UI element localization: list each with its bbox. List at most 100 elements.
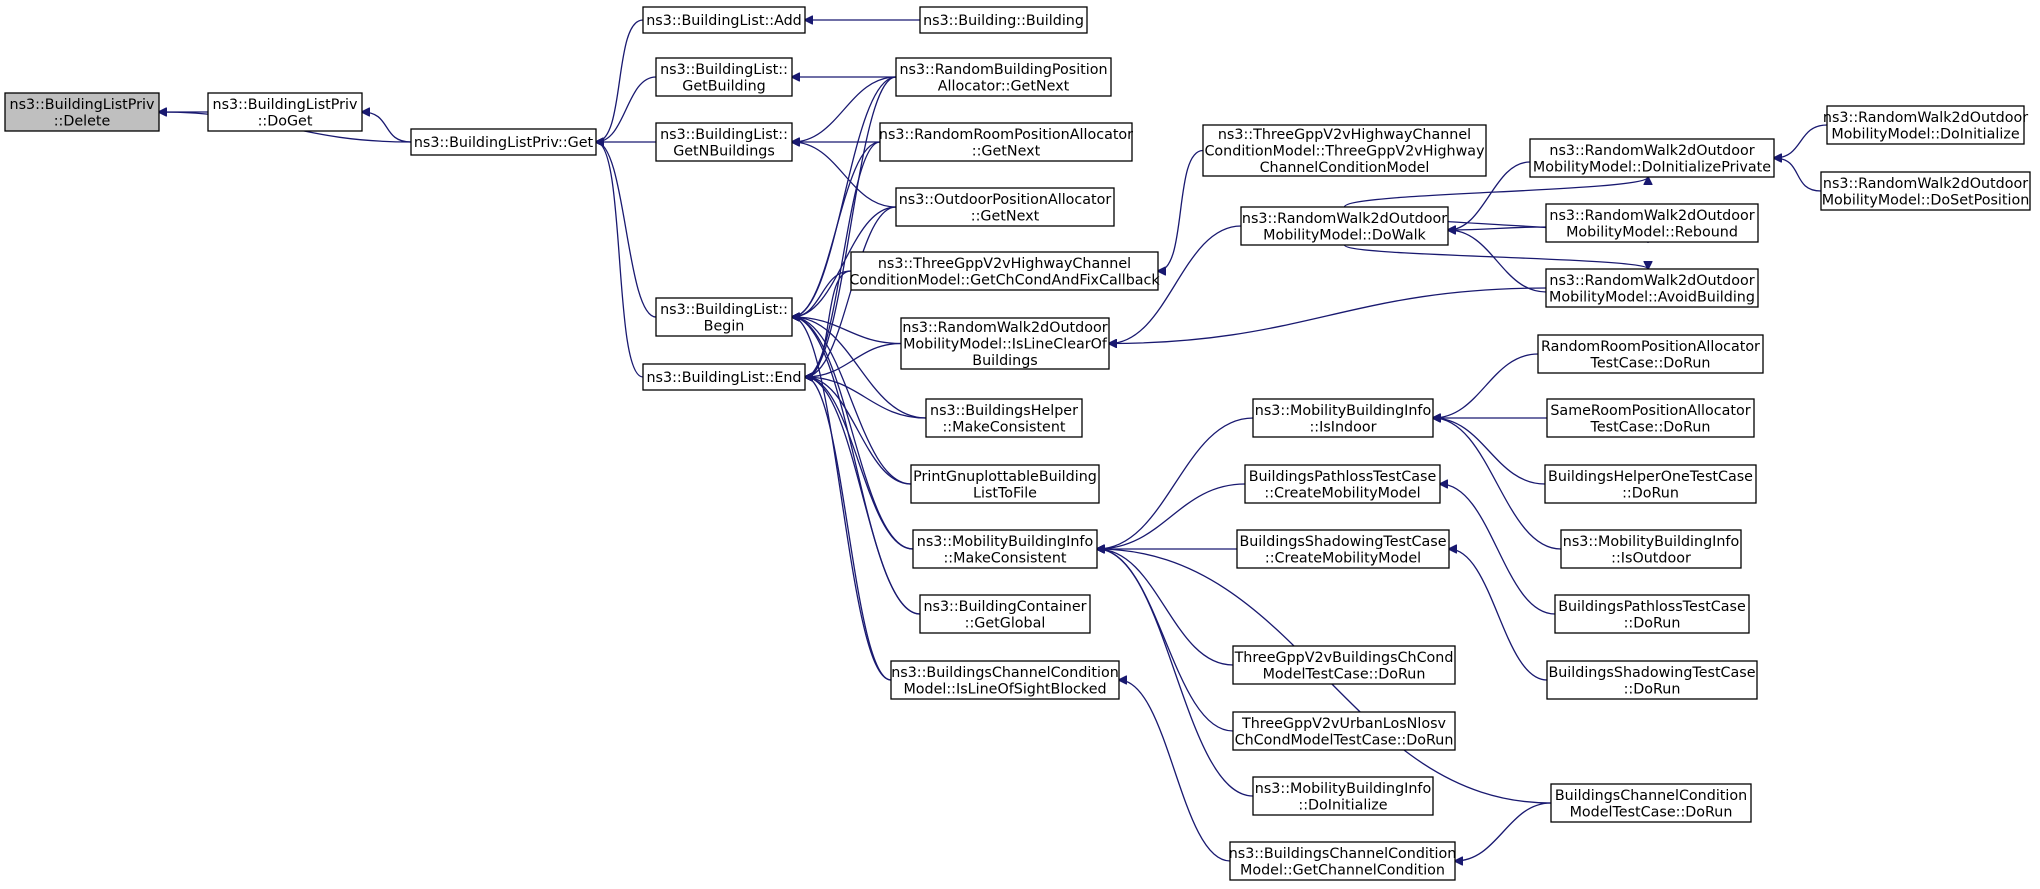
node-ns3-buildinglist-end[interactable]: ns3::BuildingList::End bbox=[642, 363, 806, 391]
node-ns3-randomwalk2doutdoor-mobilitymodel-dosetposition[interactable]: ns3::RandomWalk2dOutdoorMobilityModel::D… bbox=[1820, 171, 2031, 211]
edge-n33-to-n26 bbox=[1433, 353, 1539, 418]
node-box bbox=[919, 594, 1091, 634]
node-label-line: ::GetNext bbox=[971, 208, 1040, 224]
edge-line bbox=[1455, 802, 1552, 861]
node-label-line: ns3::BuildingList::End bbox=[646, 370, 801, 386]
edge-n24-to-n21 bbox=[1774, 124, 1828, 158]
node-label-line: ::DoRun bbox=[1624, 615, 1681, 631]
node-buildingsshadowingtestcase-dorun[interactable]: BuildingsShadowingTestCase::DoRun bbox=[1546, 660, 1758, 700]
node-ns3-buildinglist-add[interactable]: ns3::BuildingList::Add bbox=[642, 6, 806, 34]
node-box bbox=[1826, 105, 2025, 145]
node-label-line: ThreeGppV2vUrbanLosNlosv bbox=[1241, 716, 1447, 732]
node-label-line: BuildingsShadowingTestCase bbox=[1548, 665, 1755, 681]
node-threegppv2vurbanlosnlosv-chcondmodeltestcase-dorun[interactable]: ThreeGppV2vUrbanLosNlosvChCondModelTestC… bbox=[1232, 711, 1456, 751]
node-label-line: SameRoomPositionAllocator bbox=[1550, 403, 1750, 419]
node-ns3-randomwalk2doutdoor-mobilitymodel-doinitializeprivate[interactable]: ns3::RandomWalk2dOutdoorMobilityModel::D… bbox=[1529, 138, 1775, 178]
node-ns3-randomwalk2doutdoor-mobilitymodel-islineclearof-buildings[interactable]: ns3::RandomWalk2dOutdoorMobilityModel::I… bbox=[900, 317, 1110, 370]
node-ns3-buildinglist-begin[interactable]: ns3::BuildingList::Begin bbox=[655, 297, 793, 337]
node-label-line: PrintGnuplottableBuilding bbox=[913, 469, 1097, 485]
edge-line bbox=[1774, 124, 1828, 158]
node-buildingschannelcondition-modeltestcase-dorun[interactable]: BuildingsChannelConditionModelTestCase::… bbox=[1550, 783, 1752, 823]
node-ns3-buildingschannelcondition-model-islineofsightblocked[interactable]: ns3::BuildingsChannelConditionModel::IsL… bbox=[890, 660, 1120, 700]
node-ns3-outdoorpositionallocator-getnext[interactable]: ns3::OutdoorPositionAllocator::GetNext bbox=[895, 187, 1115, 227]
edge-line bbox=[596, 142, 657, 318]
edge-line bbox=[805, 206, 897, 377]
node-label-line: ns3::BuildingsChannelCondition bbox=[891, 665, 1119, 681]
edge-line bbox=[1097, 549, 1234, 732]
node-label-line: ns3::RandomWalk2dOutdoor bbox=[1823, 110, 2028, 126]
node-randomroompositionallocator-testcase-dorun[interactable]: RandomRoomPositionAllocatorTestCase::DoR… bbox=[1537, 334, 1764, 374]
edge-n11-to-n7 bbox=[805, 206, 897, 377]
node-label-line: ns3::ThreeGppV2vHighwayChannel bbox=[878, 256, 1131, 272]
edge-line bbox=[792, 317, 892, 681]
node-box bbox=[919, 6, 1088, 34]
edge-n16-to-n6 bbox=[792, 317, 914, 550]
node-box bbox=[1560, 529, 1742, 569]
edge-n18-to-n6 bbox=[792, 317, 892, 681]
edge-n21-to-n20 bbox=[1448, 161, 1531, 230]
node-label-line: MobilityModel::AvoidBuilding bbox=[1549, 289, 1755, 305]
edge-n11-to-n5 bbox=[792, 142, 897, 208]
node-label-line: ns3::RandomBuildingPosition bbox=[899, 62, 1107, 78]
edge-n19-to-n12 bbox=[1158, 149, 1204, 272]
edge-n13-to-n6 bbox=[792, 317, 902, 345]
node-buildingspathlosstestcase-dorun[interactable]: BuildingsPathlossTestCase::DoRun bbox=[1554, 594, 1750, 634]
node-ns3-randomwalk2doutdoor-mobilitymodel-dowalk[interactable]: ns3::RandomWalk2dOutdoorMobilityModel::D… bbox=[1240, 206, 1449, 246]
node-ns3-threegppv2vhighwaychannel-conditionmodel-getchcondandfixcallback[interactable]: ns3::ThreeGppV2vHighwayChannelConditionM… bbox=[849, 251, 1160, 291]
node-ns3-randomwalk2doutdoor-mobilitymodel-doinitialize[interactable]: ns3::RandomWalk2dOutdoorMobilityModel::D… bbox=[1823, 105, 2028, 145]
node-label-line: ::GetGlobal bbox=[965, 615, 1046, 631]
node-ns3-buildinglistpriv-get[interactable]: ns3::BuildingListPriv::Get bbox=[410, 128, 597, 156]
node-ns3-buildingschannelcondition-model-getchannelcondition[interactable]: ns3::BuildingsChannelConditionModel::Get… bbox=[1229, 841, 1457, 881]
node-box bbox=[642, 6, 806, 34]
edge-n15-to-n7 bbox=[805, 377, 912, 485]
node-label-line: ::CreateMobilityModel bbox=[1264, 485, 1420, 501]
node-ns3-buildinglistpriv-doget[interactable]: ns3::BuildingListPriv::DoGet bbox=[207, 92, 363, 132]
node-label-line: ns3::RandomWalk2dOutdoor bbox=[1549, 208, 1754, 224]
edge-line bbox=[1097, 483, 1246, 549]
node-ns3-randombuildingposition-allocator-getnext[interactable]: ns3::RandomBuildingPositionAllocator::Ge… bbox=[895, 57, 1112, 97]
node-label-line: BuildingsPathlossTestCase bbox=[1249, 469, 1437, 485]
edge-line bbox=[792, 317, 902, 345]
edge-line bbox=[1448, 227, 1547, 230]
edge-line bbox=[1449, 549, 1548, 681]
node-ns3-mobilitybuildinginfo-makeconsistent[interactable]: ns3::MobilityBuildingInfo::MakeConsisten… bbox=[912, 529, 1098, 569]
node-label-line: ::IsIndoor bbox=[1309, 419, 1376, 435]
node-ns3-buildinglist-getnbuildings[interactable]: ns3::BuildingList::GetNBuildings bbox=[655, 122, 793, 162]
node-box bbox=[4, 92, 160, 132]
node-ns3-mobilitybuildinginfo-isindoor[interactable]: ns3::MobilityBuildingInfo::IsIndoor bbox=[1252, 398, 1434, 438]
edge-n37-to-n27 bbox=[1440, 484, 1556, 615]
node-label-line: MobilityModel::DoWalk bbox=[1263, 227, 1426, 243]
node-label-line: ns3::MobilityBuildingInfo bbox=[1255, 781, 1431, 797]
node-ns3-mobilitybuildinginfo-isoutdoor[interactable]: ns3::MobilityBuildingInfo::IsOutdoor bbox=[1560, 529, 1742, 569]
edge-n10-to-n6 bbox=[792, 141, 881, 317]
node-ns3-buildinglist-getbuilding[interactable]: ns3::BuildingList::GetBuilding bbox=[655, 57, 793, 97]
node-ns3-mobilitybuildinginfo-doinitialize[interactable]: ns3::MobilityBuildingInfo::DoInitialize bbox=[1252, 776, 1434, 816]
node-ns3-buildingshelper-makeconsistent[interactable]: ns3::BuildingsHelper::MakeConsistent bbox=[925, 398, 1083, 438]
edge-n10-to-n7 bbox=[805, 141, 881, 377]
node-box bbox=[879, 122, 1133, 162]
node-ns3-threegppv2vhighwaychannel-conditionmodel-threegppv2vhighway-channelconditionmodel[interactable]: ns3::ThreeGppV2vHighwayChannelConditionM… bbox=[1202, 124, 1487, 177]
node-ns3-buildingcontainer-getglobal[interactable]: ns3::BuildingContainer::GetGlobal bbox=[919, 594, 1091, 634]
node-threegppv2vbuildingschcond-modeltestcase-dorun[interactable]: ThreeGppV2vBuildingsChCondModelTestCase:… bbox=[1232, 645, 1456, 685]
edge-line bbox=[805, 270, 852, 377]
node-buildingshelperonetestcase-dorun[interactable]: BuildingsHelperOneTestCase::DoRun bbox=[1544, 464, 1757, 504]
edge-n30-to-n16 bbox=[1097, 549, 1234, 732]
node-box bbox=[655, 122, 793, 162]
edge-n23-to-n20 bbox=[1448, 230, 1547, 293]
node-ns3-randomroompositionallocator-getnext[interactable]: ns3::RandomRoomPositionAllocator::GetNex… bbox=[879, 122, 1133, 162]
node-box bbox=[1232, 711, 1456, 751]
edge-line bbox=[1433, 418, 1562, 550]
node-box bbox=[1252, 398, 1434, 438]
edge-line bbox=[596, 142, 644, 378]
node-label-line: BuildingsPathlossTestCase bbox=[1558, 599, 1746, 615]
node-buildingsshadowingtestcase-createmobilitymodel[interactable]: BuildingsShadowingTestCase::CreateMobili… bbox=[1236, 529, 1450, 569]
node-ns3-randomwalk2doutdoor-mobilitymodel-rebound[interactable]: ns3::RandomWalk2dOutdoorMobilityModel::R… bbox=[1545, 203, 1759, 243]
edge-line bbox=[1448, 161, 1531, 230]
node-ns3-buildinglistpriv-delete[interactable]: ns3::BuildingListPriv::Delete bbox=[4, 92, 160, 132]
node-ns3-building-building[interactable]: ns3::Building::Building bbox=[919, 6, 1088, 34]
node-ns3-randomwalk2doutdoor-mobilitymodel-avoidbuilding[interactable]: ns3::RandomWalk2dOutdoorMobilityModel::A… bbox=[1545, 268, 1759, 308]
node-label-line: ModelTestCase::DoRun bbox=[1570, 804, 1733, 820]
node-buildingspathlosstestcase-createmobilitymodel[interactable]: BuildingsPathlossTestCase::CreateMobilit… bbox=[1244, 464, 1441, 504]
